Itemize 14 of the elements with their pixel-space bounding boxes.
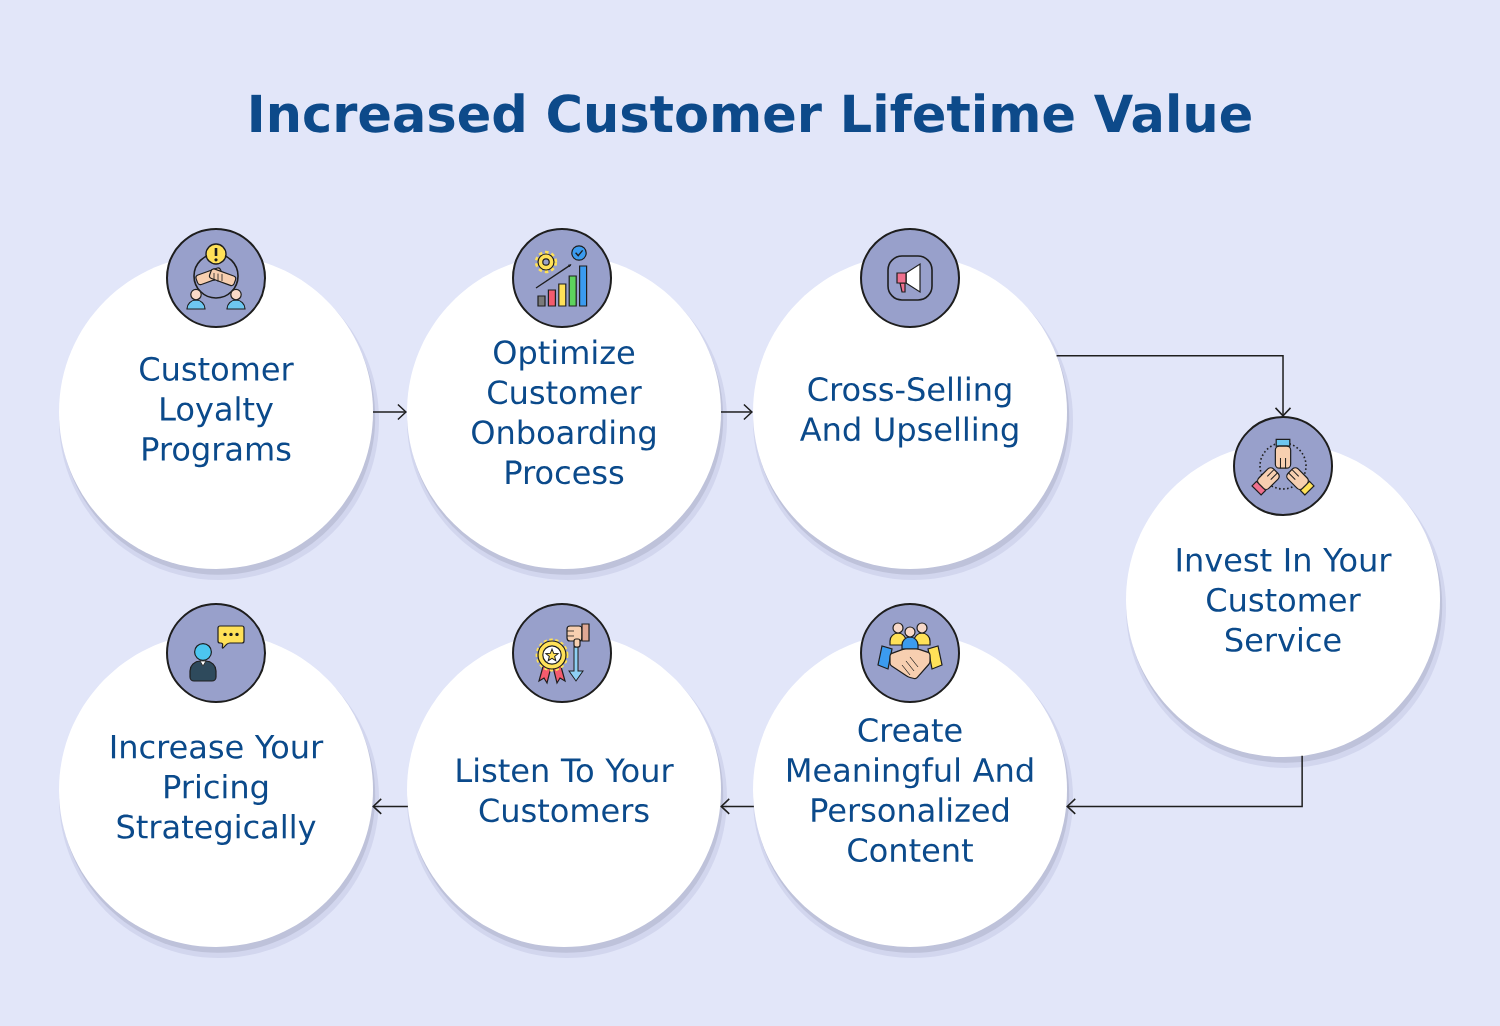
circle-node: Optimize Customer Onboarding Process	[407, 255, 727, 580]
circle-node: Cross-Selling And Upselling	[753, 255, 1073, 580]
arrow	[372, 403, 407, 421]
title: Increased Customer Lifetime Value	[251, 93, 1251, 133]
circle-node: Increase Your Pricing Strategically	[59, 633, 379, 958]
circle-node: Invest In Your Customer Service	[1126, 443, 1446, 768]
circle-node: Create Meaningful And Personalized Content	[753, 633, 1073, 958]
arrow	[372, 798, 409, 815]
arrow	[1066, 755, 1303, 815]
arrow	[1055, 354, 1292, 417]
arrow	[720, 798, 755, 815]
circle-node: Listen To Your Customers	[407, 633, 727, 958]
arrow	[720, 403, 753, 421]
circle-node: Customer Loyalty Programs	[59, 255, 379, 580]
